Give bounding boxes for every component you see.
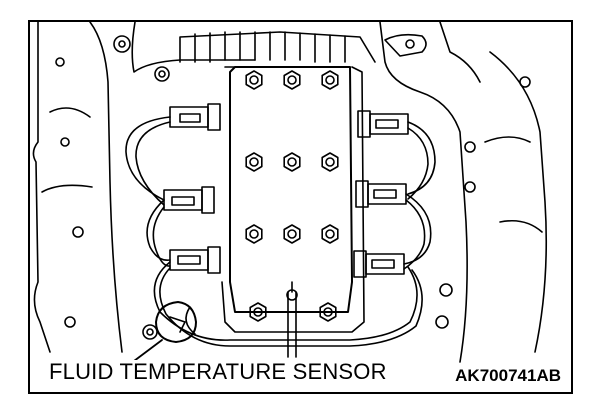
cover-bolt-center bbox=[325, 157, 335, 167]
diagram-frame: FLUID TEMPERATURE SENSOR AK700741AB bbox=[28, 20, 573, 394]
cover-bolts bbox=[245, 70, 339, 322]
cover-bolt bbox=[283, 152, 301, 172]
cover-bolt bbox=[245, 70, 263, 90]
cover-bolt bbox=[321, 152, 339, 172]
figure-id: AK700741AB bbox=[455, 366, 561, 385]
cover-bolt bbox=[283, 70, 301, 90]
cover-bolt-center bbox=[253, 307, 263, 317]
cover-bolt-center bbox=[249, 75, 259, 85]
wiring-harness bbox=[125, 116, 436, 358]
cover-bolt bbox=[245, 152, 263, 172]
cover-bolt-center bbox=[249, 229, 259, 239]
solenoid-connectors-left bbox=[163, 103, 221, 274]
cover-bolt bbox=[283, 224, 301, 244]
transmission-illustration bbox=[32, 22, 548, 365]
valve-body-cover bbox=[221, 66, 365, 333]
cover-bolt-center bbox=[325, 75, 335, 85]
transmission-case bbox=[32, 22, 548, 363]
cover-bolt bbox=[245, 224, 263, 244]
cover-bolt bbox=[319, 302, 337, 322]
solenoid-connectors-right bbox=[353, 110, 409, 278]
cover-bolt-center bbox=[287, 229, 297, 239]
cover-bolt-center bbox=[323, 307, 333, 317]
cover-bolt-center bbox=[287, 75, 297, 85]
cover-bolt bbox=[249, 302, 267, 322]
cover-bolt-center bbox=[287, 157, 297, 167]
cover-bolt bbox=[321, 224, 339, 244]
cover-bolt-center bbox=[249, 157, 259, 167]
cover-bolt bbox=[321, 70, 339, 90]
cover-bolt-center bbox=[325, 229, 335, 239]
fluid-temperature-sensor-label: FLUID TEMPERATURE SENSOR bbox=[46, 360, 390, 384]
